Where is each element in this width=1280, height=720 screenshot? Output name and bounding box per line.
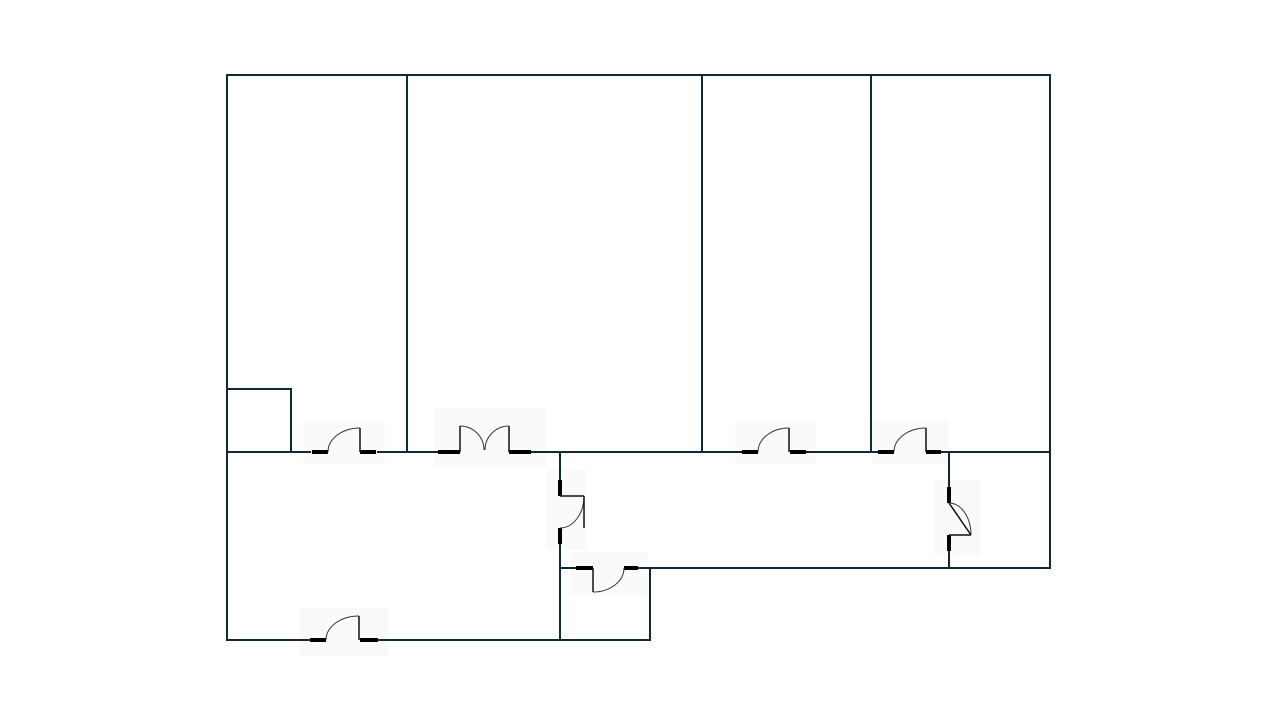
walls [226, 74, 1051, 641]
door-6[interactable] [947, 487, 972, 551]
door-1[interactable] [312, 427, 376, 454]
door-5[interactable] [558, 480, 585, 544]
door-7[interactable] [576, 566, 638, 593]
room-3 [703, 76, 870, 451]
lobby [228, 453, 559, 639]
room-4 [872, 76, 1049, 451]
room-2 [408, 76, 701, 451]
corridor [561, 453, 948, 567]
door-2-double[interactable] [438, 425, 531, 454]
door-backdrops [300, 408, 980, 656]
entry-door[interactable] [310, 615, 378, 642]
closet [228, 390, 290, 451]
door-3[interactable] [742, 427, 806, 454]
room-1 [228, 76, 406, 388]
door-4[interactable] [878, 427, 941, 454]
